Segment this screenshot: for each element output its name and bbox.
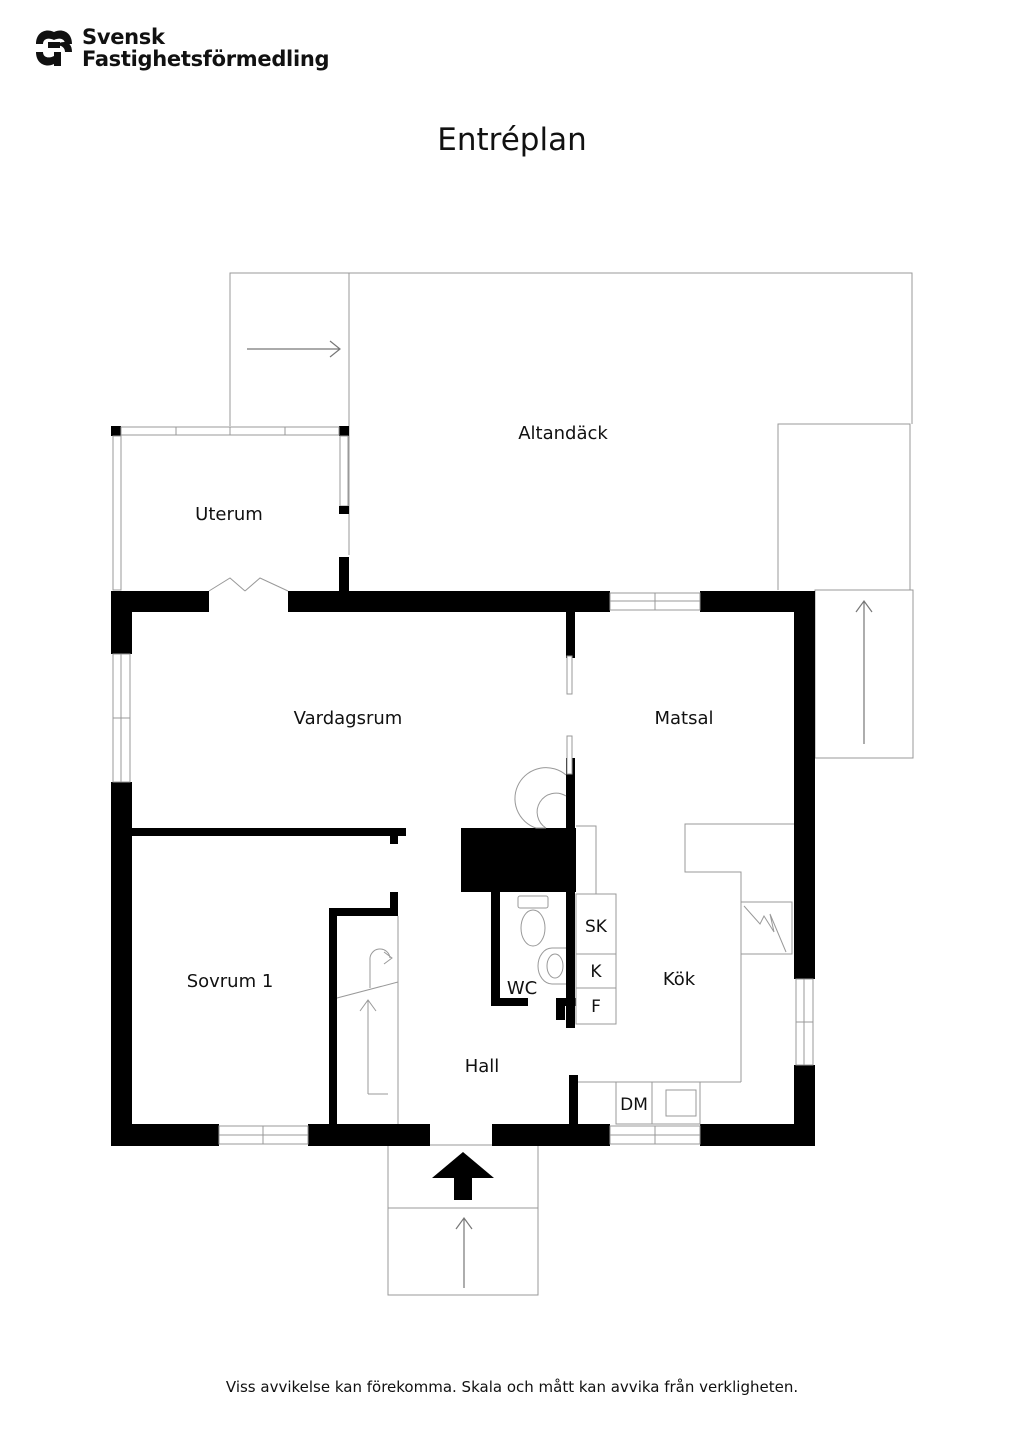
appliance-box-dm-side <box>651 1081 701 1125</box>
toilet-tank <box>517 895 549 909</box>
wall-stub <box>390 836 398 844</box>
sliding-door-panel <box>566 735 573 775</box>
uterum-corner-wall <box>339 426 349 436</box>
stove-symbol-icon <box>743 905 787 953</box>
appliance-label-k: K <box>590 962 602 982</box>
room-labels: Altandäck Uterum Vardagsrum Matsal Sovru… <box>187 423 714 1115</box>
vardagsrum-matsal-wall <box>566 612 575 658</box>
appliance-label-f: F <box>591 997 601 1017</box>
closet-wall <box>390 892 398 908</box>
sliding-door-panel <box>566 655 573 695</box>
room-label-matsal: Matsal <box>654 708 713 729</box>
uterum-right-wall <box>339 557 349 592</box>
south-wall <box>700 1124 815 1146</box>
entrance-arrow-icon <box>432 1152 494 1200</box>
north-wall <box>288 591 610 612</box>
south-wall <box>111 1124 219 1146</box>
brand-name-line1: Svensk <box>82 25 165 49</box>
brand-name-line2: Fastighetsförmedling <box>82 47 330 71</box>
wc-door-jamb <box>556 998 576 1006</box>
altandack-outline <box>229 272 913 426</box>
brand-logo: Svensk Fastighetsförmedling <box>32 24 332 74</box>
wc-west-wall <box>491 828 500 1006</box>
wc-fixtures <box>517 895 566 985</box>
wc-door-jamb <box>556 1006 565 1020</box>
closet-arrow-icon <box>369 948 393 988</box>
windows <box>112 592 814 1145</box>
kok-hall-wall <box>569 1075 578 1124</box>
brand-mark-icon <box>36 30 72 66</box>
kitchen-counters <box>575 823 794 1125</box>
entry-step-outline <box>387 1144 539 1296</box>
closet-fittings <box>336 916 399 1124</box>
sink-basin-kitchen <box>665 1089 697 1117</box>
uterum-right-glazing <box>339 435 349 507</box>
toilet-bowl-icon <box>520 909 546 947</box>
closet-wall <box>329 908 398 916</box>
vardagsrum-sovrum-wall <box>132 828 406 836</box>
wc-south-wall <box>491 998 528 1006</box>
appliance-label-dm: DM <box>620 1095 648 1115</box>
kitchen-island-outline <box>684 823 794 1082</box>
room-label-wc: WC <box>507 978 537 999</box>
chimney <box>461 828 576 892</box>
room-label-sovrum: Sovrum 1 <box>187 971 274 992</box>
room-label-altandack: Altandäck <box>518 423 608 444</box>
sink-basin <box>546 953 564 979</box>
west-wall <box>111 591 132 654</box>
deck-right-outline <box>777 423 911 590</box>
room-label-uterum: Uterum <box>195 504 263 525</box>
spiral-stair-outer <box>514 767 567 829</box>
uterum-walls <box>111 426 349 592</box>
spiral-stair <box>514 767 567 829</box>
counter-outline <box>576 825 616 895</box>
deck-arrow-icon <box>247 340 341 358</box>
exterior-walls <box>111 591 815 1146</box>
closet-divider <box>336 981 399 999</box>
sink-icon <box>537 947 566 985</box>
room-label-vardagsrum: Vardagsrum <box>294 708 403 729</box>
interior-walls <box>132 612 578 1124</box>
closet-arrow-icon <box>359 999 388 1095</box>
plan-title: Entréplan <box>437 122 587 158</box>
thin-partitions <box>566 655 573 775</box>
north-wall <box>700 591 815 612</box>
uterum-corner-wall <box>111 426 121 436</box>
uterum-right-wall <box>339 506 349 514</box>
closet-wall <box>329 908 337 1124</box>
entry-step-arrow-icon <box>455 1216 473 1288</box>
uterum-folding-door <box>208 577 289 592</box>
uterum-left-glazing <box>112 435 122 591</box>
west-wall <box>111 782 132 1146</box>
room-label-hall: Hall <box>465 1056 500 1077</box>
appliance-label-sk: SK <box>585 917 608 937</box>
vardagsrum-matsal-wall <box>566 758 575 1028</box>
spiral-stair-inner <box>536 792 567 829</box>
north-wall <box>111 591 209 612</box>
disclaimer-footer: Viss avvikelse kan förekomma. Skala och … <box>225 1378 799 1396</box>
counter-outline <box>741 901 793 955</box>
south-wall <box>492 1124 610 1146</box>
room-label-kok: Kök <box>663 969 696 990</box>
south-wall <box>308 1124 430 1146</box>
appliance-box-f <box>575 987 617 1025</box>
east-wall <box>794 591 815 979</box>
side-step-arrow-icon <box>855 599 873 744</box>
direction-arrows <box>247 340 873 1288</box>
